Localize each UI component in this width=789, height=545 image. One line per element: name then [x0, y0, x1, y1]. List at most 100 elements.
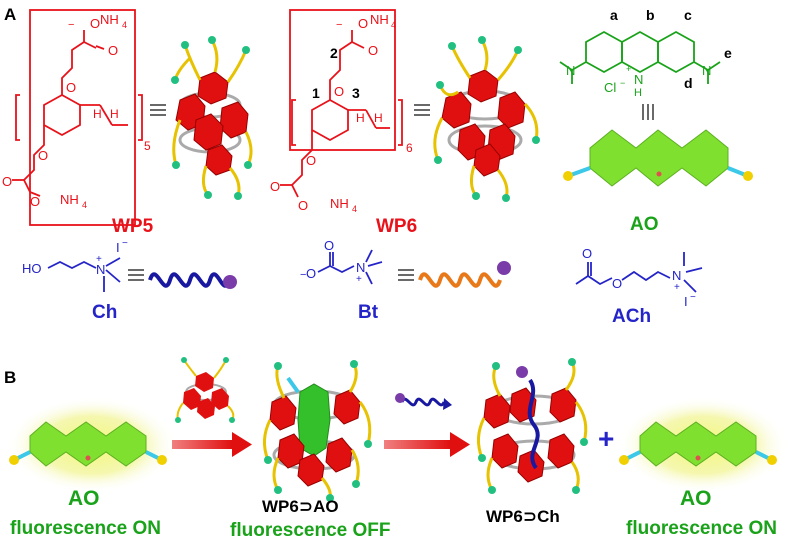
wp6-ether-o-bottom: O — [306, 153, 316, 168]
wp5-ammonium-bottom: NH — [60, 192, 79, 207]
wp6-lower-chain — [291, 130, 313, 186]
bt-o: O — [306, 266, 316, 281]
wp6-right-bracket — [398, 99, 403, 146]
wp6-h2: H — [374, 111, 383, 125]
bt-equiv-sign — [398, 269, 414, 281]
complex-ao-label: WP6⊃AO — [262, 497, 339, 516]
wp6-ao-complex-model — [263, 360, 372, 502]
wp6-bracket-box — [289, 9, 396, 151]
wp5-h2: H — [110, 107, 119, 121]
ao-left-label: AO — [68, 487, 100, 510]
arrow-1 — [172, 432, 252, 457]
bt-plus: + — [356, 274, 362, 285]
plus-sign: + — [598, 423, 614, 454]
wp5-carbonyl-o-bottom: O — [2, 174, 12, 189]
wp6-carbonyl-o: O — [368, 43, 378, 58]
wp6-o-top: O — [358, 16, 368, 31]
wp5-benzene-ring — [43, 93, 81, 137]
ao-label-c: c — [684, 7, 692, 23]
fluorescence-off: fluorescence OFF — [230, 520, 391, 541]
wp6-3d-model — [433, 36, 540, 202]
ao-right-label: AO — [680, 487, 712, 510]
wp5-upper-chain — [61, 41, 85, 95]
ao-label-a: a — [610, 7, 618, 23]
ch-iodide: I — [116, 240, 120, 255]
wp5-ether-o-bottom: O — [38, 148, 48, 163]
ao-ring-right — [657, 30, 695, 74]
wp5-name: WP5 — [112, 216, 154, 237]
ach-o-carbonyl: O — [582, 246, 592, 261]
ao-structure — [559, 30, 721, 84]
panel-label-b: B — [4, 368, 16, 387]
ao-plus: + — [626, 64, 631, 74]
bt-minus: − — [300, 269, 306, 281]
wp5-carbonyl-o: O — [108, 43, 118, 58]
ao-chloride: Cl — [604, 80, 616, 95]
ao-label-e: e — [724, 45, 732, 61]
complex-ch-label: WP6⊃Ch — [486, 507, 560, 526]
wp5-left-bracket — [15, 94, 20, 141]
wp5-ammonium-top: NH — [100, 12, 119, 27]
ao-n-left: N — [566, 63, 575, 78]
wp6-ammonium-bottom: NH — [330, 196, 349, 211]
wp5-minus-top: − — [68, 19, 74, 31]
wp6-ch-complex-model — [477, 358, 588, 494]
ch-n: N — [96, 262, 105, 277]
arrow-2 — [384, 432, 470, 457]
ao-glow-right — [618, 397, 788, 493]
ao-n-right: N — [702, 63, 711, 78]
wp6-ammonium-top: NH — [370, 12, 389, 27]
wp5-repeat: 5 — [144, 139, 151, 153]
wp5-structure — [12, 9, 143, 226]
wp5-bracket-box — [29, 9, 136, 226]
wp5-h1: H — [93, 107, 102, 121]
wp6-label-2: 2 — [330, 45, 338, 61]
ch-structure — [47, 257, 121, 292]
wp6-ether-o-top: O — [334, 84, 344, 99]
wp6-carbonyl-o-bottom: O — [270, 179, 280, 194]
ao-model-top — [563, 129, 753, 187]
ch-equiv-sign — [128, 269, 144, 281]
ch-ho: HO — [22, 261, 42, 276]
bt-o-carbonyl: O — [324, 238, 334, 253]
ao-label-b: b — [646, 7, 655, 23]
ao-name: AO — [630, 214, 659, 235]
ach-structure — [575, 252, 703, 293]
bt-name: Bt — [358, 302, 379, 323]
wp6-repeat: 6 — [406, 141, 413, 155]
wp6-name: WP6 — [376, 216, 417, 237]
ach-o: O — [612, 276, 622, 291]
wp6-structure — [280, 9, 403, 198]
wp6-mini-model — [175, 357, 235, 423]
ach-plus: + — [674, 282, 680, 293]
wp6-label-1: 1 — [312, 85, 320, 101]
ch-mini-helix — [395, 393, 452, 410]
ch-helix-model — [148, 272, 237, 289]
wp5-ether-o-top: O — [66, 80, 76, 95]
wp6-label-3: 3 — [352, 85, 360, 101]
ach-name: ACh — [612, 306, 651, 327]
ch-plus: + — [96, 254, 102, 265]
wp5-sub4-top: 4 — [122, 20, 127, 30]
ao-equiv-sign — [642, 104, 654, 120]
ch-minus: − — [122, 238, 128, 249]
ao-glow-left — [7, 397, 177, 493]
wp6-left-bracket — [291, 99, 296, 146]
ao-h-center: H — [634, 87, 642, 99]
wp5-o-bottom: O — [30, 194, 40, 209]
ao-n-center: N — [634, 72, 643, 87]
fluorescence-on-left: fluorescence ON — [10, 518, 161, 539]
bt-structure — [317, 249, 383, 285]
ach-iodide: I — [684, 294, 688, 309]
wp6-equiv-sign — [414, 104, 430, 116]
bt-helix-model — [418, 261, 511, 288]
ch-name: Ch — [92, 302, 117, 323]
ach-minus: − — [690, 292, 696, 303]
wp5-3d-model — [171, 36, 253, 200]
wp6-sub4-bottom: 4 — [352, 204, 357, 214]
wp5-o-top: O — [90, 16, 100, 31]
wp6-upper-chain — [329, 41, 353, 100]
ao-label-d: d — [684, 75, 693, 91]
